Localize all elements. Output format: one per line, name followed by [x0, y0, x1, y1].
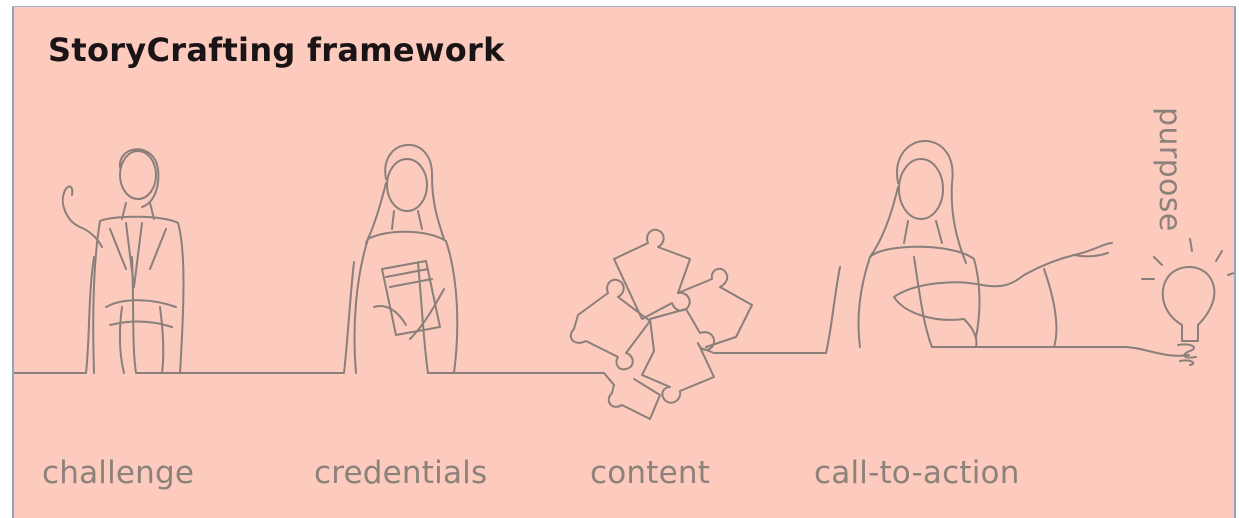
credentials-figure: [353, 143, 459, 374]
continuous-line: [14, 256, 1190, 386]
diagram-title: StoryCrafting framework: [48, 31, 505, 69]
stage-label-call-to-action: call-to-action: [814, 455, 1020, 491]
lightbulb-icon: [1141, 238, 1234, 366]
stage-label-content: content: [590, 455, 711, 491]
diagram-frame: StoryCrafting framework challenge creden…: [12, 6, 1236, 518]
stage-label-challenge: challenge: [42, 455, 195, 491]
stage-label-purpose: purpose: [1152, 107, 1187, 232]
puzzle-pieces: [569, 228, 753, 420]
challenge-figure: [61, 148, 185, 374]
call-to-action-figure: [857, 140, 1113, 348]
stage-label-credentials: credentials: [314, 455, 488, 491]
diagram-background: [14, 7, 1234, 518]
diagram-canvas: [14, 7, 1234, 518]
